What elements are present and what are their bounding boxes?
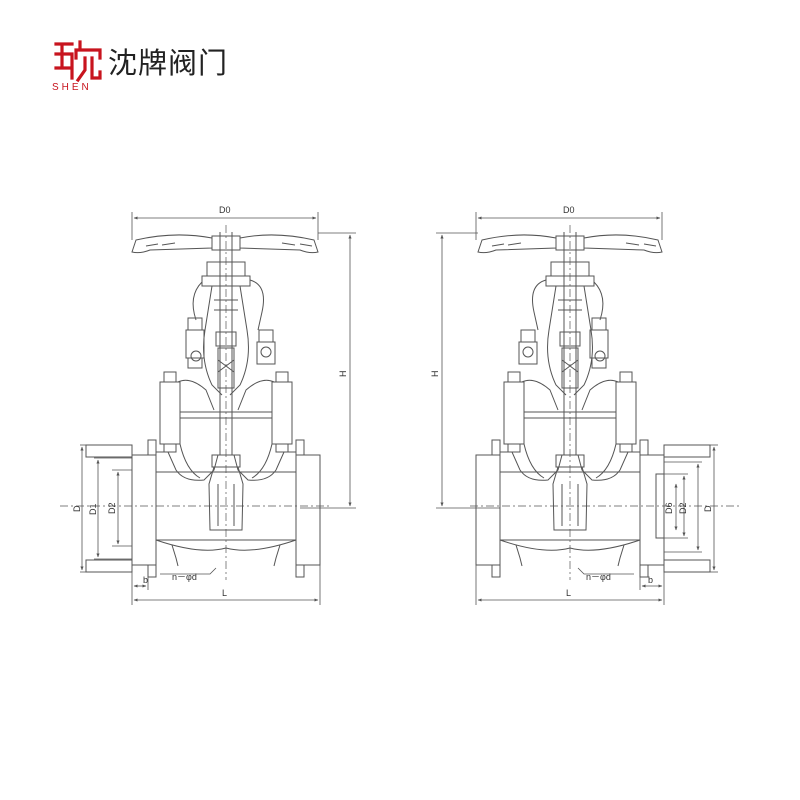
centerlines xyxy=(470,225,740,580)
dimensions-right xyxy=(436,212,718,605)
label-d0: D0 xyxy=(563,205,575,215)
label-d6: D6 xyxy=(664,502,674,514)
dimensions-left xyxy=(80,212,356,605)
label-b: b xyxy=(143,575,148,585)
valve-drawing-left: D0 H D D1 D2 b n－φd L xyxy=(60,205,356,605)
brand-logo-mark xyxy=(54,40,102,83)
label-bolts: n－φd xyxy=(172,572,197,582)
label-l: L xyxy=(222,588,227,598)
brand-logo: SHEN 沈牌阀门 xyxy=(52,38,242,96)
label-d0: D0 xyxy=(219,205,231,215)
yoke xyxy=(192,279,264,396)
centerlines xyxy=(60,225,330,580)
gland-bolts xyxy=(185,317,276,369)
label-h: H xyxy=(338,371,348,378)
valve-drawing-right: D0 H D6 D2 D b n－φd L xyxy=(430,205,740,605)
yoke xyxy=(532,279,604,396)
label-b: b xyxy=(648,575,653,585)
label-d1: D1 xyxy=(88,503,98,515)
brand-latin-name: SHEN xyxy=(52,82,92,93)
label-d2: D2 xyxy=(678,502,688,514)
handwheel xyxy=(131,234,319,287)
flanges xyxy=(85,439,321,578)
brand-chinese-name: 沈牌阀门 xyxy=(108,46,229,80)
valve-body xyxy=(499,451,641,567)
gland-bolts xyxy=(518,317,609,369)
label-d: D xyxy=(72,505,82,512)
flanges xyxy=(475,439,711,578)
label-h: H xyxy=(430,371,440,378)
label-d2: D2 xyxy=(107,502,117,514)
valve-body xyxy=(155,451,297,567)
label-bolts: n－φd xyxy=(586,572,611,582)
label-d: D xyxy=(703,505,713,512)
label-l: L xyxy=(566,588,571,598)
